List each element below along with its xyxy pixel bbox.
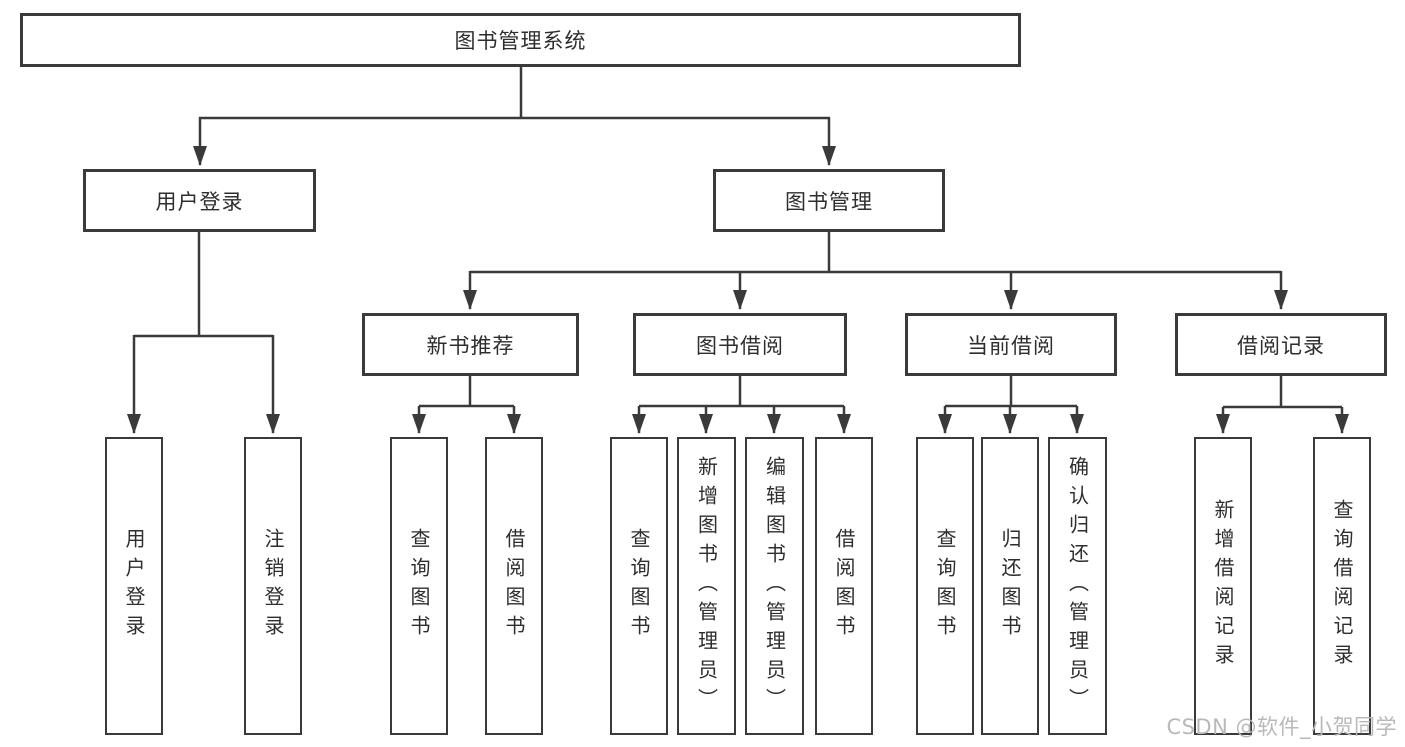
leaf-edit-book-admin: 编辑图书（管理员） bbox=[745, 437, 804, 735]
node-user-login: 用户登录 bbox=[83, 169, 316, 232]
node-label: 新书推荐 bbox=[426, 333, 515, 358]
node-new-book-recommendation: 新书推荐 bbox=[362, 313, 579, 376]
node-label: 用户登录 bbox=[155, 189, 244, 214]
leaf-query-books-3: 查询图书 bbox=[916, 437, 974, 735]
leaf-logout: 注销登录 bbox=[244, 437, 302, 735]
leaf-query-books-2: 查询图书 bbox=[610, 437, 668, 735]
leaf-query-borrow-record: 查询借阅记录 bbox=[1313, 437, 1371, 735]
node-book-management: 图书管理 bbox=[713, 169, 945, 232]
node-label: 归还图书 bbox=[998, 528, 1022, 644]
node-label: 借阅图书 bbox=[832, 528, 856, 644]
node-library-management-system: 图书管理系统 bbox=[20, 13, 1021, 67]
leaf-confirm-return-admin: 确认归还（管理员） bbox=[1048, 437, 1107, 735]
node-label: 用户登录 bbox=[122, 528, 146, 644]
watermark: CSDN @软件_小贺同学 bbox=[1166, 715, 1397, 739]
node-label: 图书管理 bbox=[785, 189, 873, 214]
node-label: 新增借阅记录 bbox=[1211, 499, 1235, 673]
node-label: 编辑图书（管理员） bbox=[762, 455, 787, 717]
node-label: 确认归还（管理员） bbox=[1065, 455, 1090, 717]
node-book-borrowing: 图书借阅 bbox=[633, 313, 847, 376]
node-label: 当前借阅 bbox=[967, 333, 1055, 358]
node-current-borrowing: 当前借阅 bbox=[905, 313, 1117, 376]
node-label: 图书管理系统 bbox=[454, 29, 587, 53]
leaf-borrow-books: 借阅图书 bbox=[485, 437, 543, 735]
leaf-add-book-admin: 新增图书（管理员） bbox=[677, 437, 736, 735]
node-borrowing-records: 借阅记录 bbox=[1175, 313, 1387, 376]
node-label: 借阅记录 bbox=[1237, 333, 1325, 358]
node-label: 新增图书（管理员） bbox=[694, 455, 719, 717]
leaf-user-login: 用户登录 bbox=[105, 437, 163, 735]
leaf-borrow-books-2: 借阅图书 bbox=[815, 437, 873, 735]
node-label: 查询图书 bbox=[933, 528, 957, 644]
leaf-add-borrow-record: 新增借阅记录 bbox=[1194, 437, 1252, 735]
node-label: 借阅图书 bbox=[502, 528, 526, 644]
node-label: 查询借阅记录 bbox=[1330, 499, 1354, 673]
node-label: 查询图书 bbox=[407, 528, 431, 644]
node-label: 图书借阅 bbox=[696, 333, 784, 358]
leaf-return-books: 归还图书 bbox=[981, 437, 1039, 735]
leaf-query-books: 查询图书 bbox=[390, 437, 448, 735]
node-label: 注销登录 bbox=[261, 528, 285, 644]
node-label: 查询图书 bbox=[627, 528, 651, 644]
